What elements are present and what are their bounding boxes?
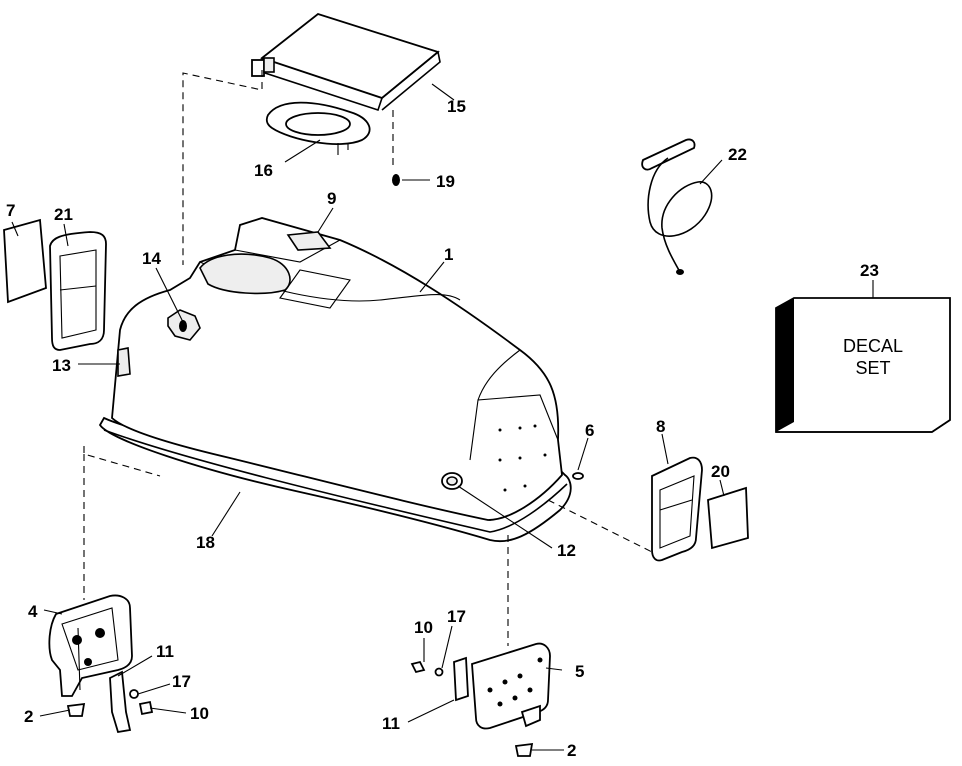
part-11-strip-left bbox=[109, 670, 132, 734]
callout-22: 22 bbox=[728, 145, 747, 164]
callout-7: 7 bbox=[6, 201, 15, 220]
callout-23: 23 bbox=[860, 261, 879, 280]
callout-9: 9 bbox=[327, 189, 336, 208]
part-20-label bbox=[707, 486, 749, 550]
callout-13: 13 bbox=[52, 356, 71, 375]
callout-17-left: 17 bbox=[172, 672, 191, 691]
callout-8: 8 bbox=[656, 417, 665, 436]
leader-lines bbox=[11, 83, 874, 751]
part-6-clip bbox=[572, 472, 584, 480]
part-4-bracket bbox=[48, 594, 133, 697]
guide-line-left bbox=[83, 446, 161, 477]
callout-15: 15 bbox=[447, 97, 466, 116]
callout-16: 16 bbox=[254, 161, 273, 180]
callout-2-right: 2 bbox=[567, 741, 576, 760]
part-10-screw-right bbox=[410, 660, 426, 674]
part-11-strip-right bbox=[453, 656, 469, 702]
callout-labels: 15 16 19 9 1 14 7 21 13 22 23 6 8 20 12 … bbox=[6, 97, 879, 760]
part-7-label bbox=[3, 218, 47, 304]
callout-10-right: 10 bbox=[414, 618, 433, 637]
callout-20: 20 bbox=[711, 462, 730, 481]
callout-2-left: 2 bbox=[24, 707, 33, 726]
part-22-cable bbox=[641, 138, 713, 275]
callout-11-right: 11 bbox=[382, 714, 400, 733]
callout-10-left: 10 bbox=[190, 704, 209, 723]
guide-line-right bbox=[547, 499, 653, 553]
callout-21: 21 bbox=[54, 205, 73, 224]
part-21-frame bbox=[49, 231, 107, 351]
guide-line-hatch bbox=[182, 70, 263, 265]
part-2-bumper-left bbox=[66, 702, 86, 717]
part-5-bracket bbox=[471, 642, 551, 730]
part-17-washer-left bbox=[129, 689, 139, 699]
part-9-vent bbox=[286, 231, 332, 251]
part-19-screw bbox=[392, 174, 400, 186]
callout-17-right: 17 bbox=[447, 607, 466, 626]
decal-set-label-line2: SET bbox=[855, 358, 890, 378]
callout-4: 4 bbox=[28, 602, 38, 621]
callout-11-left: 11 bbox=[156, 642, 174, 661]
callout-19: 19 bbox=[436, 172, 455, 191]
callout-12: 12 bbox=[557, 541, 576, 560]
callout-18: 18 bbox=[196, 533, 215, 552]
part-15-hatch-cover bbox=[251, 12, 441, 112]
part-23-decal-set: DECAL SET bbox=[775, 297, 951, 433]
part-17-washer-right bbox=[434, 667, 444, 677]
part-8-frame bbox=[651, 456, 703, 562]
callout-1: 1 bbox=[444, 245, 453, 264]
part-1-engine-cover bbox=[98, 217, 572, 543]
callout-6: 6 bbox=[585, 421, 594, 440]
callout-14: 14 bbox=[142, 249, 161, 268]
part-2-bumper-right bbox=[514, 742, 534, 757]
part-16-grommet bbox=[265, 101, 371, 155]
callout-5: 5 bbox=[575, 662, 584, 681]
part-10-screw-left bbox=[138, 700, 154, 716]
decal-set-label-line1: DECAL bbox=[843, 336, 903, 356]
